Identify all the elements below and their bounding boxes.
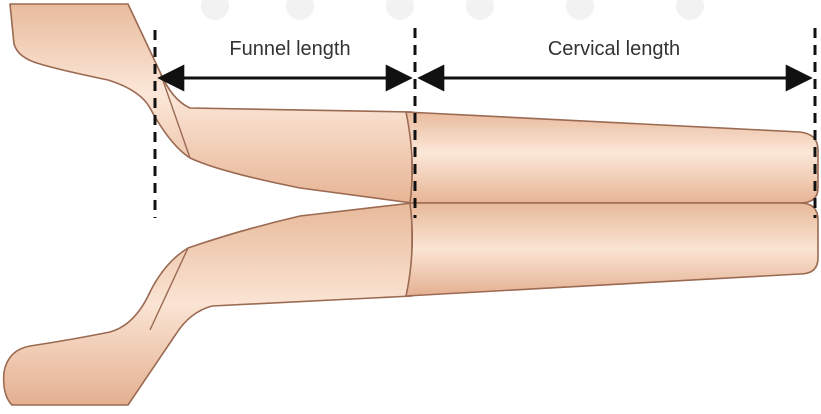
upper-cervical-lip bbox=[406, 112, 818, 203]
lower-internal-os-lip bbox=[4, 203, 412, 405]
funnel-length-label: Funnel length bbox=[229, 38, 350, 60]
upper-internal-os-lip bbox=[10, 4, 412, 203]
watermark-shapes bbox=[201, 0, 704, 20]
cervical-length-label: Cervical length bbox=[548, 38, 680, 60]
lower-cervical-lip bbox=[406, 203, 818, 296]
